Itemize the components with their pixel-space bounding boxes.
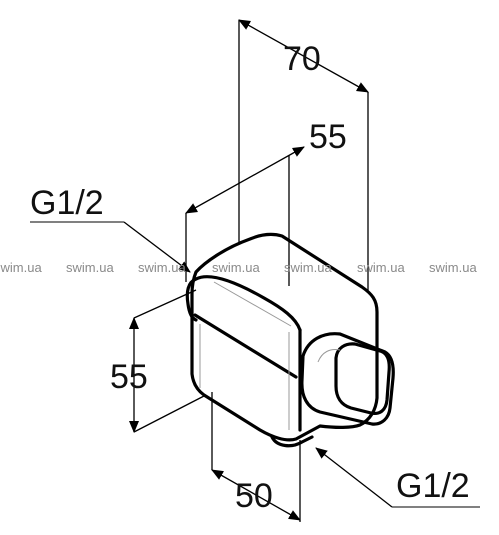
callout-inlet-leader bbox=[123, 221, 191, 273]
dimension-line-50 bbox=[211, 469, 301, 521]
dimension-line-55-top bbox=[185, 146, 305, 214]
callout-inlet-thread: G1/2 bbox=[30, 184, 191, 273]
housing-outline bbox=[190, 232, 379, 442]
watermark-text: swim.ua bbox=[429, 260, 477, 275]
dimension-50: 50 bbox=[211, 392, 301, 522]
extension-line-55v-bottom bbox=[133, 395, 205, 433]
watermark-text: swim.ua bbox=[138, 260, 186, 275]
dimension-label-55-top: 55 bbox=[309, 118, 347, 156]
top-face-edge bbox=[194, 275, 302, 332]
nozzle-ring bbox=[300, 332, 395, 426]
dimension-70: 70 bbox=[238, 19, 369, 292]
watermark-text: swim.ua bbox=[357, 260, 405, 275]
nozzle-highlight bbox=[317, 349, 341, 363]
front-nozzle bbox=[300, 332, 395, 426]
dimension-55-vertical: 55 bbox=[110, 289, 205, 433]
extension-line-55v-top bbox=[133, 289, 197, 319]
bottom-outlet bbox=[270, 435, 314, 448]
watermark-text: swim.ua bbox=[0, 260, 42, 275]
thread-label-outlet: G1/2 bbox=[396, 467, 470, 505]
watermark-text: swim.ua bbox=[284, 260, 332, 275]
dimension-label-70: 70 bbox=[283, 40, 321, 78]
dimension-label-50: 50 bbox=[235, 477, 273, 515]
thread-label-inlet: G1/2 bbox=[30, 184, 104, 222]
watermark-text: swim.ua bbox=[212, 260, 260, 275]
dimension-label-55-vertical: 55 bbox=[110, 358, 148, 396]
highlight-top bbox=[213, 281, 292, 327]
callout-outlet-thread: G1/2 bbox=[315, 447, 480, 508]
dimension-line-70 bbox=[238, 19, 369, 93]
outlet-body bbox=[185, 232, 379, 448]
side-face-edge bbox=[193, 313, 298, 379]
callout-outlet-leader bbox=[315, 447, 393, 508]
dimension-55-top: 55 bbox=[185, 118, 347, 286]
watermark-row: swim.ua swim.ua swim.ua swim.ua swim.ua … bbox=[0, 260, 477, 275]
watermark-text: swim.ua bbox=[66, 260, 114, 275]
nozzle-face bbox=[334, 342, 391, 416]
